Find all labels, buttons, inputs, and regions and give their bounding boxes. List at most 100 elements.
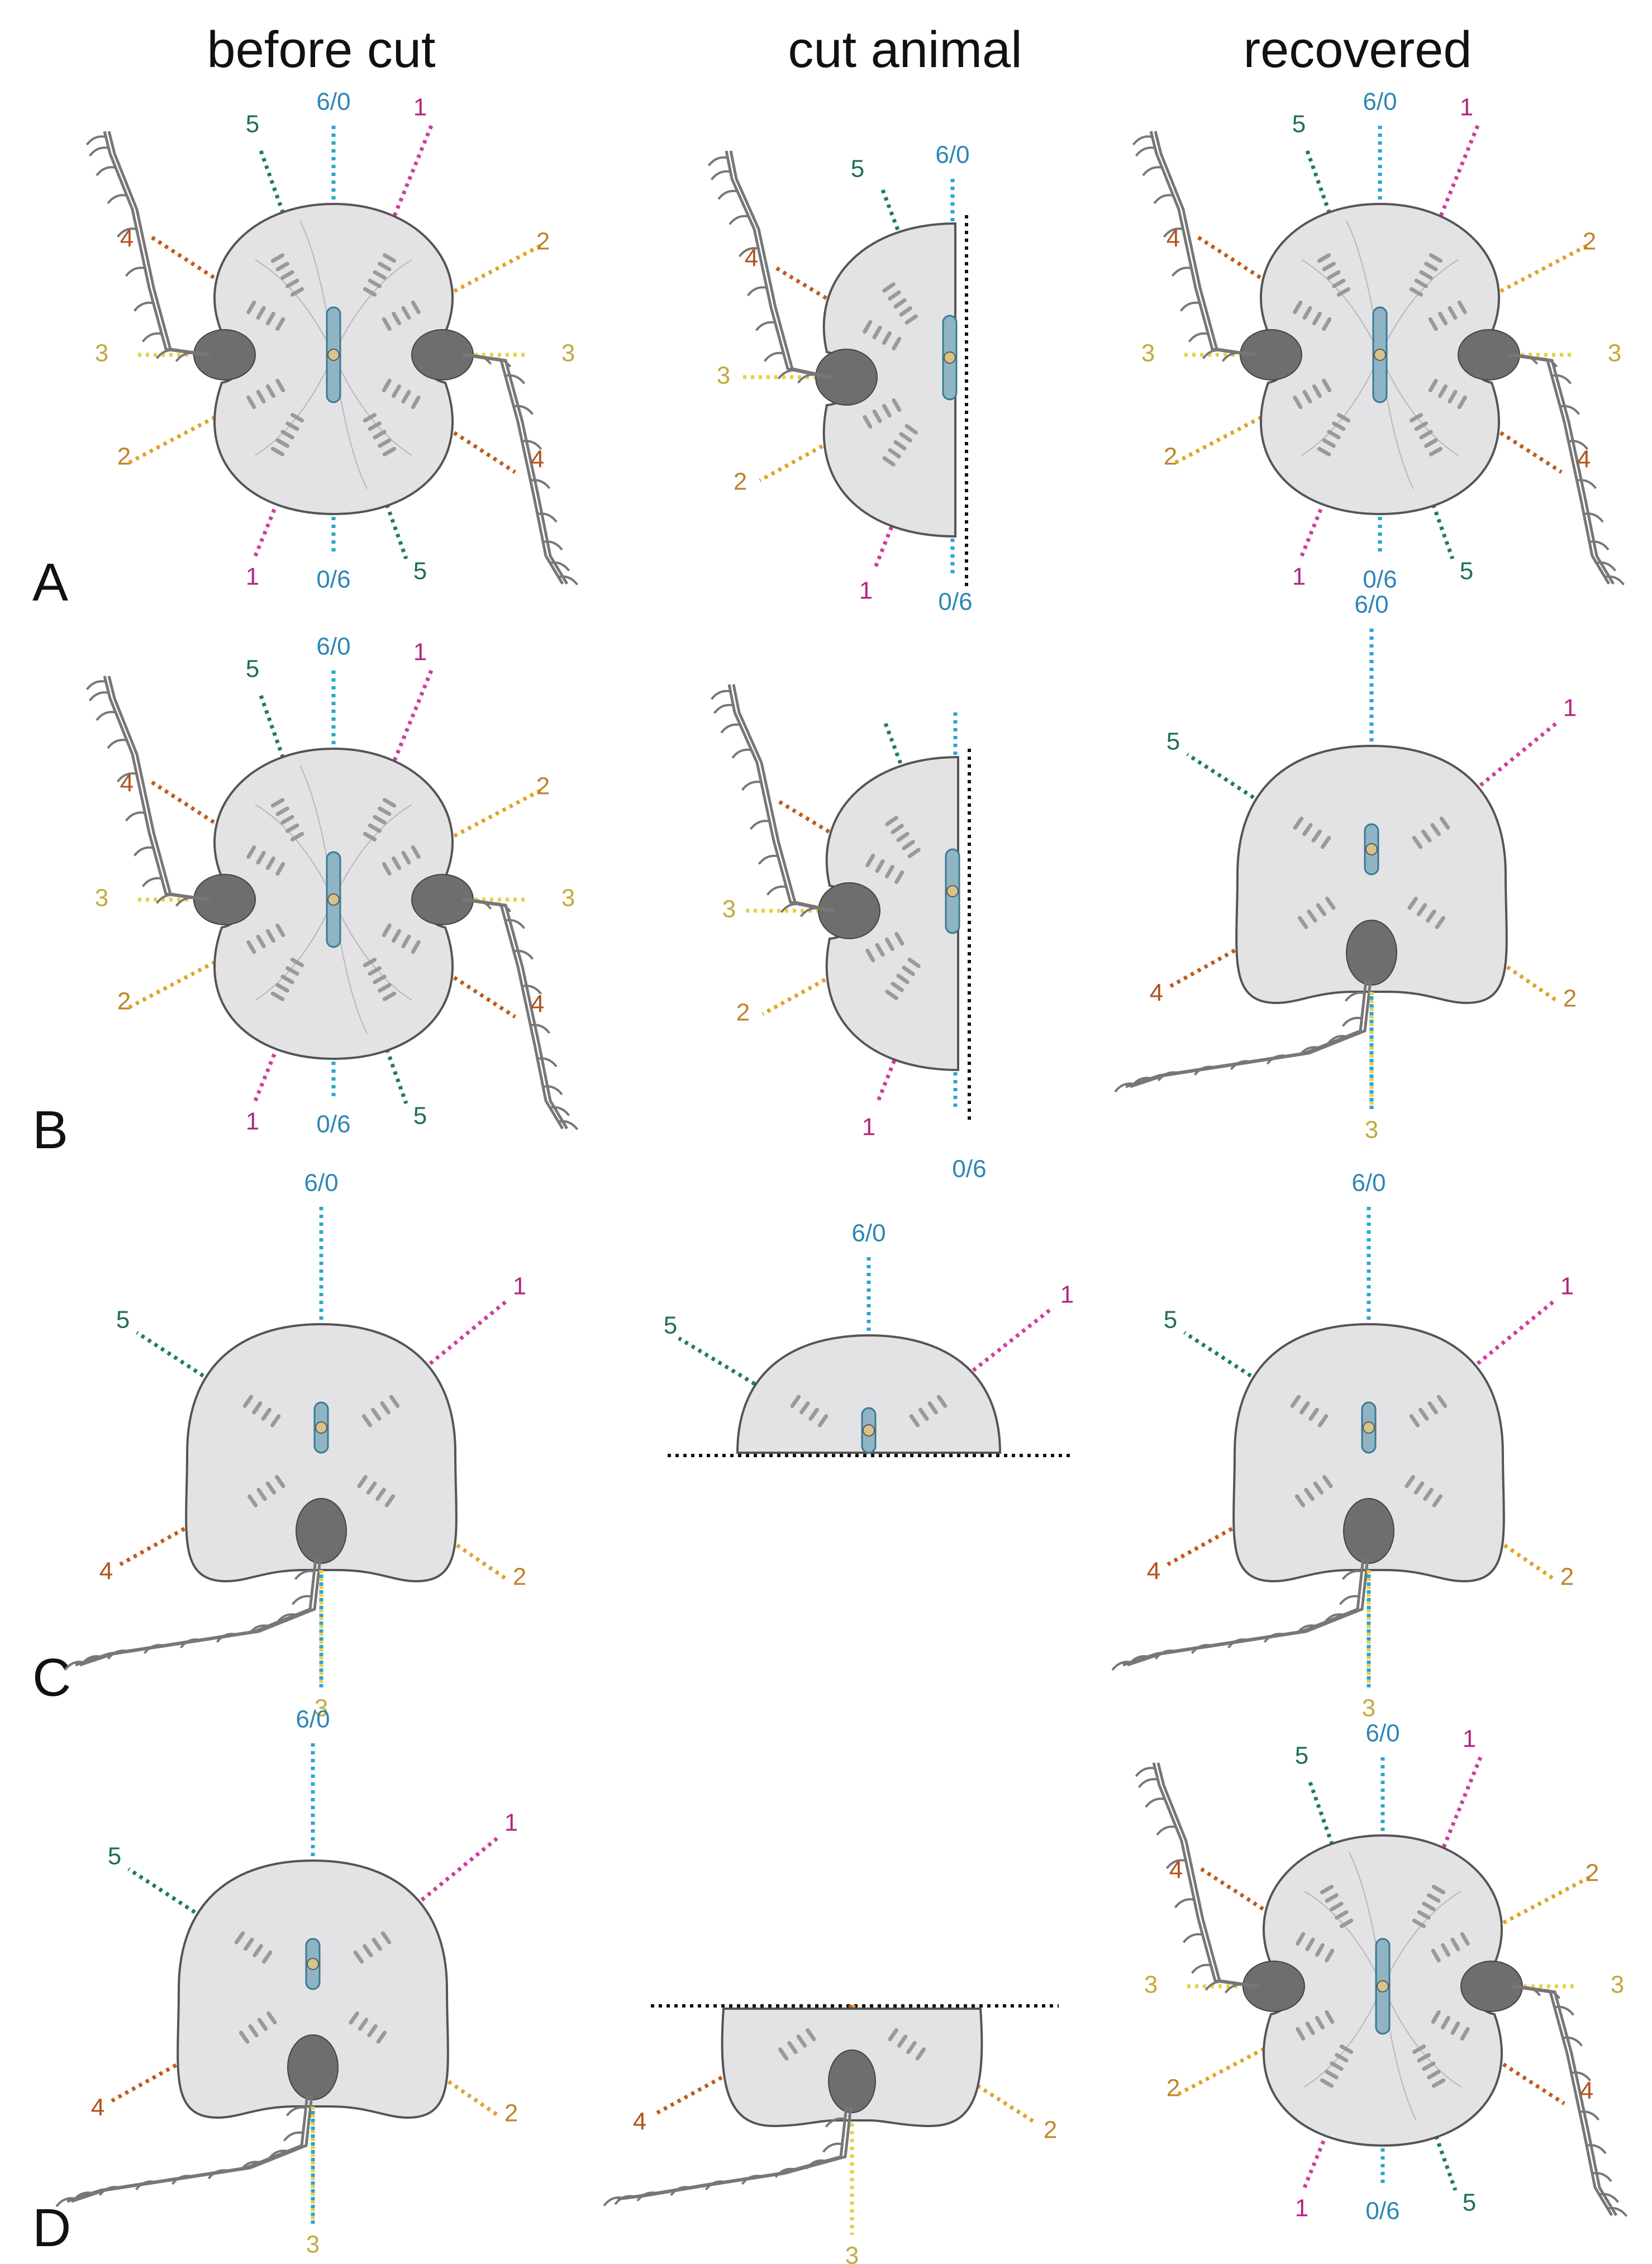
column-title-before-cut: before cut [207, 21, 435, 78]
aboral-organ [315, 1421, 327, 1434]
tentacle-branch [505, 374, 526, 384]
comb-plate [1297, 916, 1308, 929]
comb-plate [1322, 317, 1332, 331]
comb-plate [1312, 311, 1322, 326]
comb-plate [863, 415, 873, 429]
tentacle-branch [1266, 1054, 1287, 1065]
axis-label-5: 5 [116, 1306, 130, 1334]
column-title-cut-animal: cut animal [788, 21, 1022, 78]
tentacle-branch [125, 267, 145, 277]
axis-label-2: 2 [736, 999, 750, 1026]
tentacle-branch [797, 373, 817, 384]
tentacle-branch [1339, 1595, 1359, 1605]
axis-label-3: 3 [1365, 1116, 1378, 1144]
comb-plate [1304, 1487, 1315, 1501]
comb-plate [1317, 446, 1331, 456]
comb-plate [1427, 2070, 1441, 2080]
comb-plate [1305, 1937, 1315, 1952]
tentacle-branch [763, 351, 784, 362]
comb-plate [1325, 1893, 1339, 1903]
tentacle-branch [741, 781, 761, 791]
comb-plate [358, 2018, 369, 2031]
comb-plate [894, 870, 904, 884]
comb-plate [1450, 2021, 1460, 2035]
comb-plate [1435, 916, 1446, 929]
tentacle-branch [472, 899, 492, 910]
tentacle-branch [96, 166, 116, 177]
axis-label-1: 1 [1292, 563, 1306, 591]
comb-plate [1320, 1885, 1334, 1895]
tentacle-branch [749, 820, 770, 830]
comb-plate [373, 974, 387, 984]
comb-plate [1427, 1893, 1441, 1903]
comb-plate [1308, 1407, 1319, 1421]
comb-plate [1424, 438, 1438, 448]
comb-plate [902, 965, 915, 976]
comb-plate [899, 306, 912, 317]
axis-label-5: 5 [1295, 1742, 1308, 1770]
comb-plate [1317, 253, 1331, 263]
axis-label-4: 4 [1580, 2077, 1593, 2105]
tentacle-branch [135, 2180, 155, 2191]
comb-plate [1417, 1910, 1431, 1920]
comb-plate [270, 253, 285, 263]
comb-plate [1429, 253, 1443, 263]
tentacle-branch [1142, 166, 1163, 177]
comb-plate [778, 2047, 789, 2061]
comb-plate [363, 831, 377, 841]
tentacle-branch [1137, 1778, 1158, 1789]
column-title-recovered: recovered [1243, 21, 1472, 78]
tentacle-branch [1202, 349, 1222, 359]
comb-plate [888, 290, 901, 301]
tentacle-branch [1179, 301, 1200, 312]
tentacle-branch [116, 772, 137, 783]
tentacle-branch [85, 135, 106, 146]
comb-plate [1336, 413, 1351, 423]
comb-plate [888, 448, 901, 459]
tentacle [107, 131, 210, 356]
tentacle-branch [1586, 2144, 1607, 2154]
axis-label-5: 5 [1167, 728, 1180, 755]
comb-plate [1436, 1395, 1448, 1408]
comb-plate [1409, 413, 1424, 423]
comb-plate [363, 958, 377, 968]
comb-plate [382, 923, 392, 938]
comb-plate [1293, 816, 1304, 830]
axis-label-2: 2 [1563, 985, 1577, 1012]
axis-label-1: 1 [1295, 2195, 1308, 2222]
tentacle-branch [1551, 374, 1572, 384]
comb-plate [382, 253, 397, 263]
comb-plate [808, 1407, 819, 1421]
comb-plate [253, 1944, 263, 1957]
comb-plate [401, 934, 411, 949]
tentacle-branch [522, 984, 542, 995]
aboral-organ [1365, 843, 1378, 855]
tentacle-branch [175, 896, 196, 907]
comb-plate [275, 983, 289, 993]
tentacle-branch [1521, 1986, 1541, 1996]
tentacle-branch [542, 1085, 563, 1096]
comb-plate [897, 2034, 908, 2048]
tentacle-branch [1599, 2192, 1620, 2203]
tentacle-branch [822, 2142, 842, 2153]
comb-plate [256, 389, 266, 404]
tentacle [1154, 131, 1256, 356]
comb-plate [1424, 261, 1438, 272]
tentacle-branch [248, 1624, 269, 1635]
comb-plate [392, 311, 402, 326]
panel-C-cut: 6/015 [664, 1220, 1074, 1457]
axis-label-4: 4 [1150, 979, 1163, 1007]
tentacle-branch [1191, 1644, 1211, 1654]
tentacle [729, 150, 832, 379]
tentacle-branch [670, 2186, 691, 2196]
axis-label-6-0: 6/0 [304, 1169, 338, 1197]
tentacle-branch [614, 2195, 635, 2205]
comb-plate [380, 1931, 392, 1944]
tentacle-branch [88, 691, 109, 702]
tentacle-branch [1341, 1569, 1362, 1580]
axis-label-5: 5 [851, 155, 864, 183]
tentacle-branch [1577, 479, 1597, 489]
